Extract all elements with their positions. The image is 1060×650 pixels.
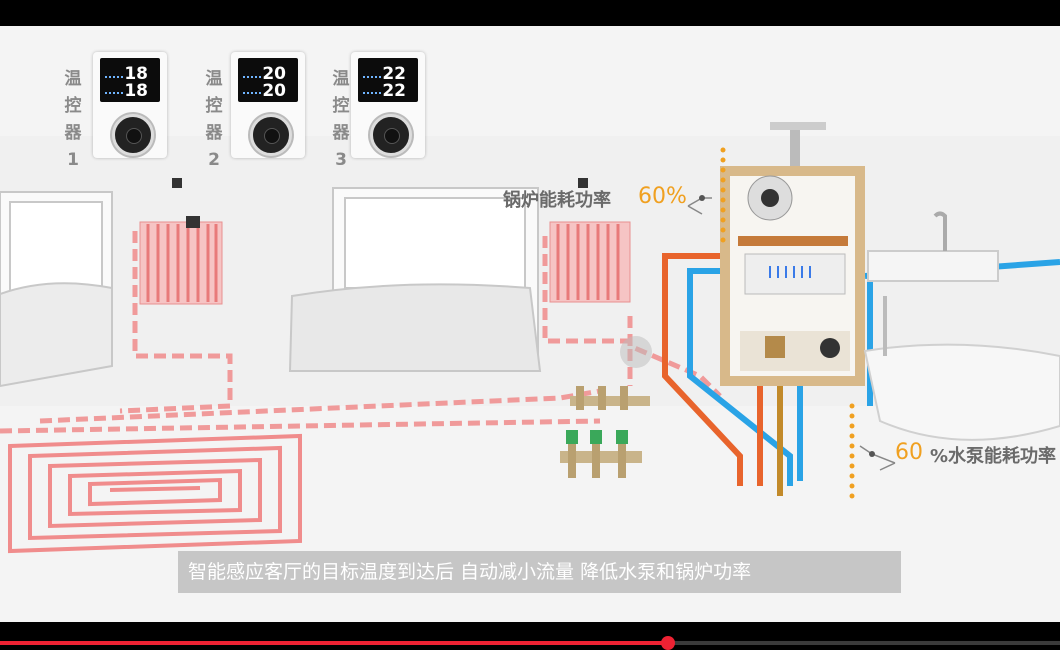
pump-power-percent: 60 [895, 440, 923, 465]
radiator-middle [549, 178, 631, 303]
top-letterbox-bar [0, 0, 1060, 26]
progress-scrubber-handle[interactable] [660, 636, 675, 650]
thermostat-1-knob-icon [112, 114, 154, 156]
thermostat-2-knob-icon [250, 114, 292, 156]
thermostat-1-temp-bottom: 18 [124, 81, 148, 101]
manifold [560, 386, 650, 478]
heating-system-illustration [0, 122, 1060, 554]
thermostat-3-knob-icon [370, 114, 412, 156]
boiler-power-percent: 60% [638, 184, 687, 209]
boiler-power-label: 锅炉能耗功率 [503, 190, 611, 211]
thermostat-2-screen: 20 20 [238, 58, 298, 102]
progress-fill [0, 641, 668, 645]
subtitle-caption: 智能感应客厅的目标温度到达后 自动减小流量 降低水泵和锅炉功率 [178, 551, 901, 593]
thermostat-3-screen: 22 22 [358, 58, 418, 102]
progress-bar[interactable] [0, 636, 1060, 650]
thermostat-3-temp-bottom: 22 [382, 81, 406, 101]
thermostat-1: 18 18 [93, 52, 167, 158]
floor-heating-coil [8, 433, 302, 554]
thermostat-1-screen: 18 18 [100, 58, 160, 102]
bed-left [0, 191, 113, 388]
radiator-left [139, 178, 223, 305]
thermostat-3-temp-top: 22 [382, 64, 406, 84]
video-control-bar [0, 622, 1060, 650]
thermostat-1-temp-top: 18 [124, 64, 148, 84]
thermostat-3: 22 22 [351, 52, 425, 158]
wall-boiler [720, 122, 865, 386]
thermostat-2-temp-bottom: 20 [262, 81, 286, 101]
bathtub [863, 296, 1060, 441]
sink [867, 211, 999, 282]
pump-power-label: %水泵能耗功率 [930, 446, 1057, 467]
thermostat-2: 20 20 [231, 52, 305, 158]
thermostat-2-temp-top: 20 [262, 64, 286, 84]
bed-middle [288, 187, 542, 372]
